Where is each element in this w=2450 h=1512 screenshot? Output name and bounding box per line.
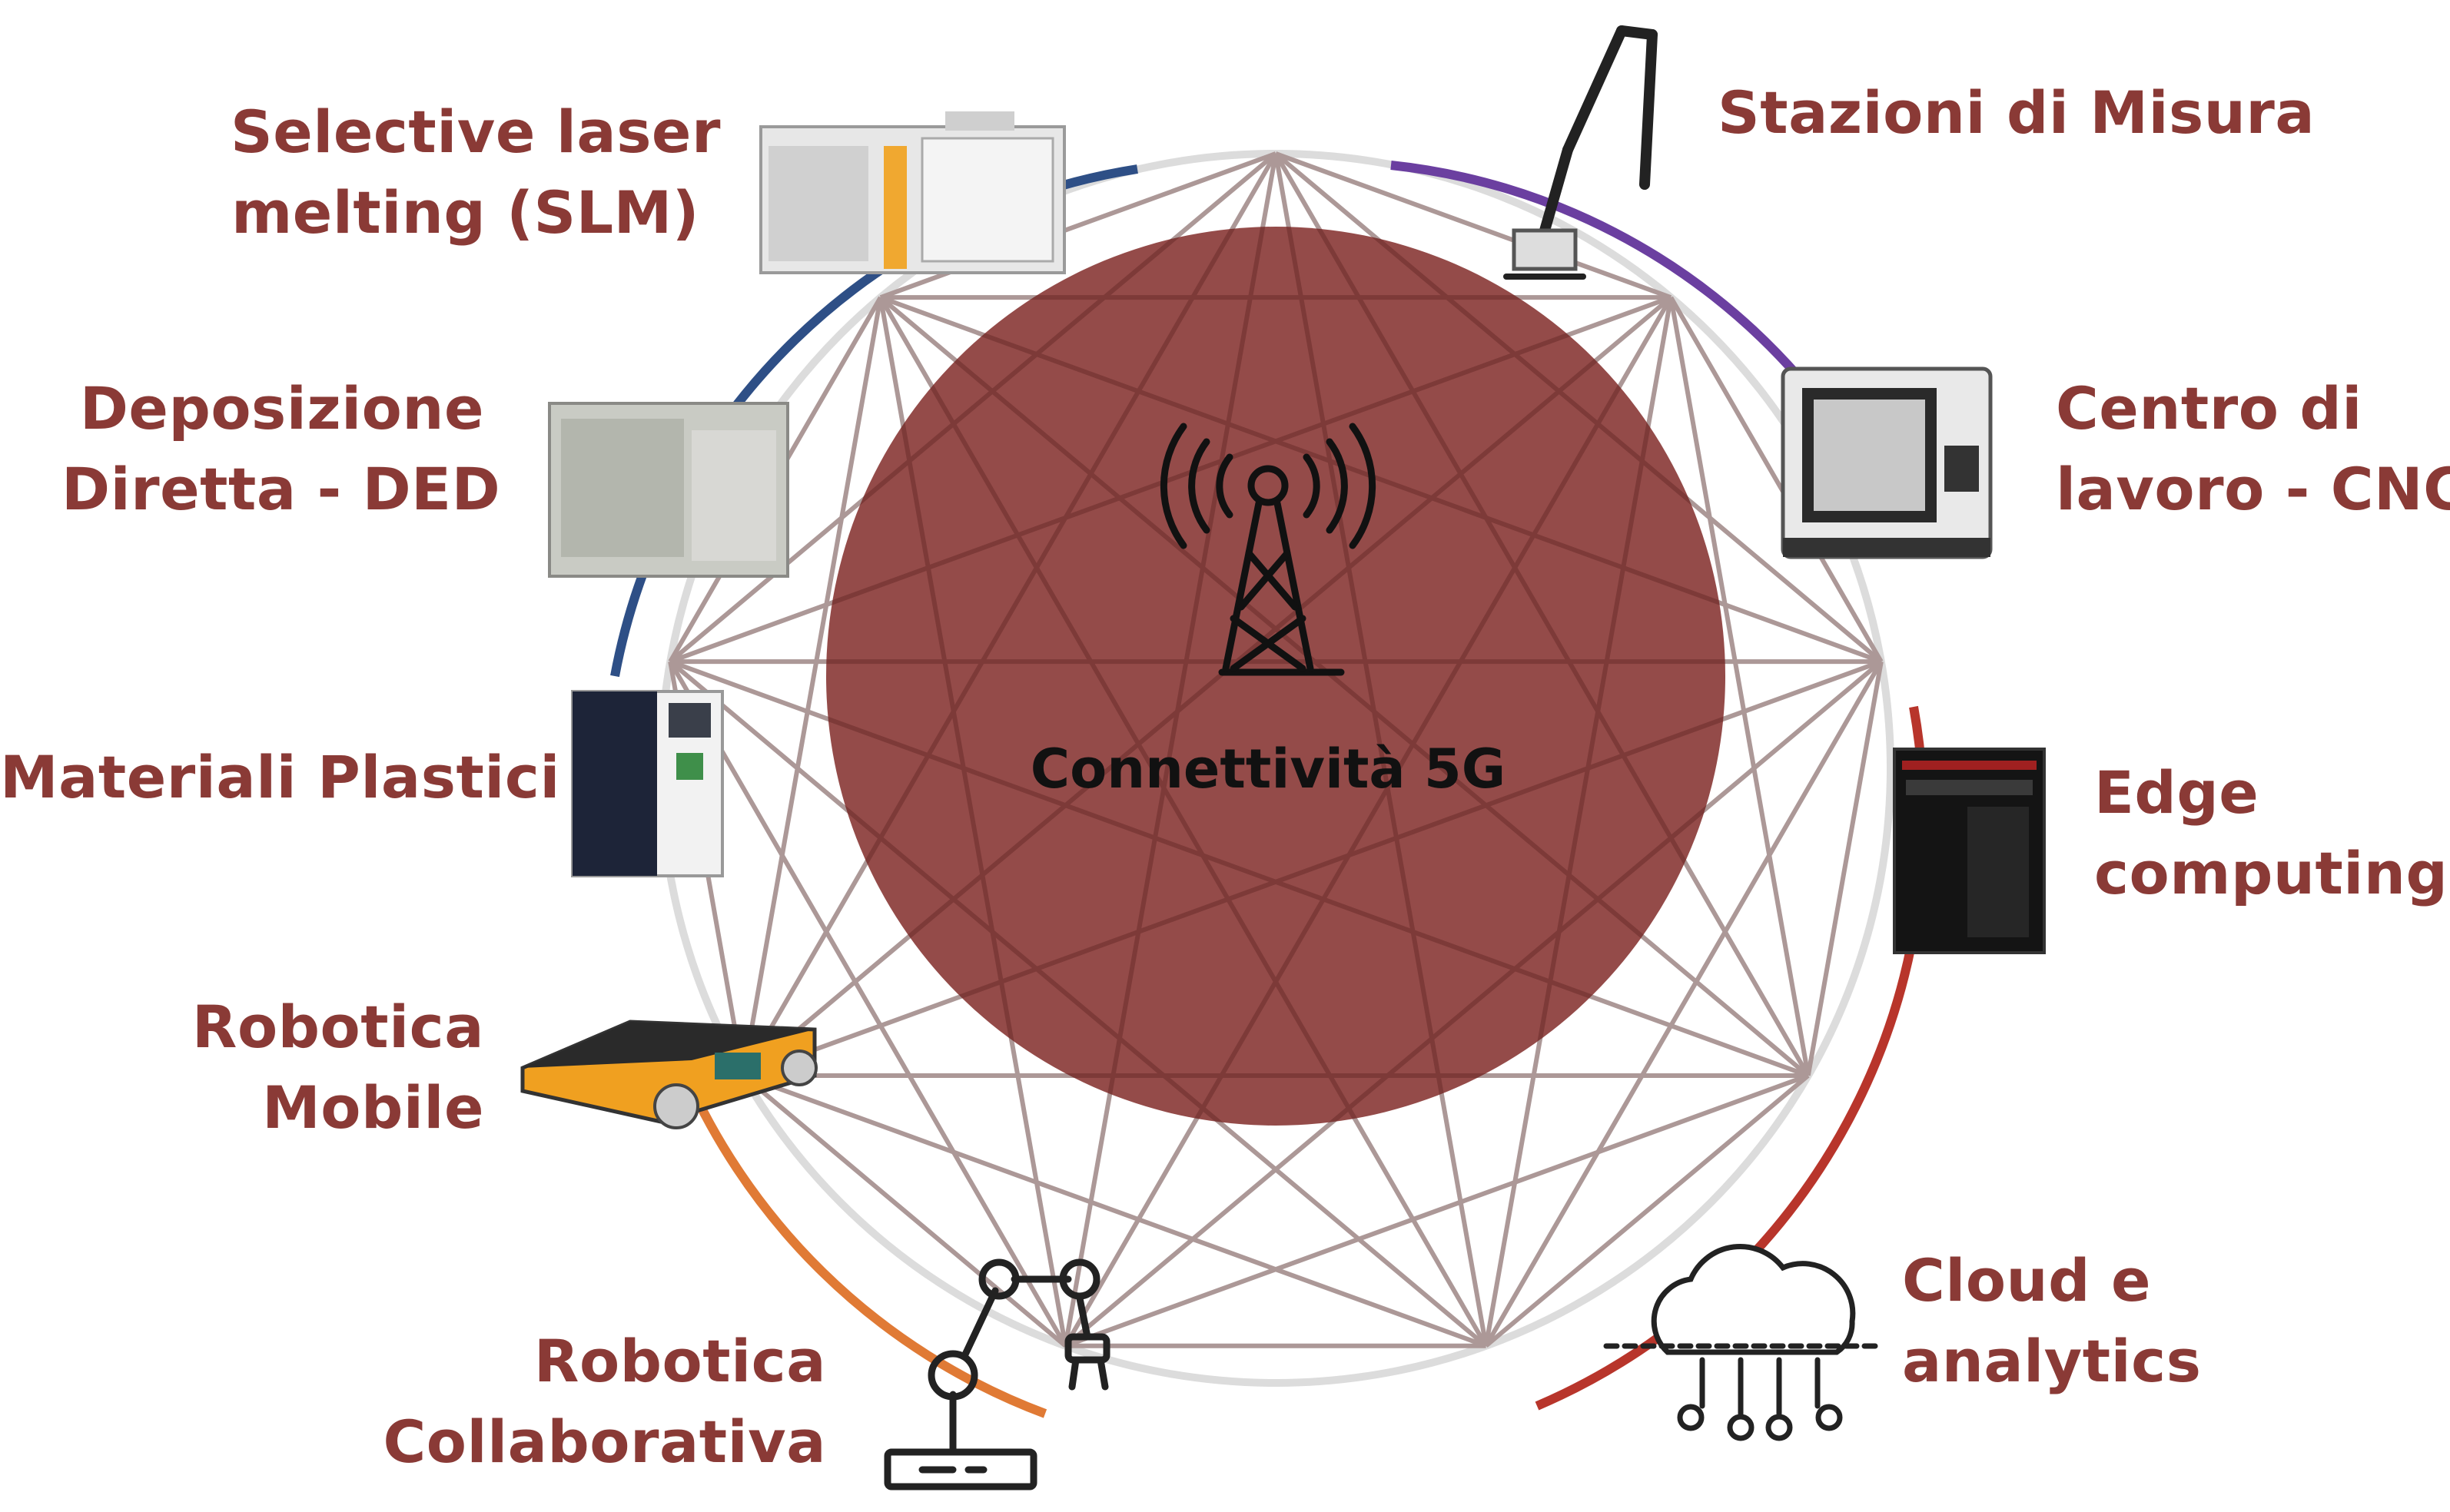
label-robmob-line2: Mobile xyxy=(262,1073,484,1142)
mesh-line xyxy=(1668,296,1884,663)
mesh-line xyxy=(1274,151,1672,300)
mesh-line xyxy=(742,1073,1067,1348)
mesh-line xyxy=(1273,152,1811,1077)
label-ded: Deposizione Diretta - DED xyxy=(61,369,501,530)
mesh-line xyxy=(1668,296,1884,663)
mesh-line xyxy=(1483,297,1674,1347)
label-robmob-line1: Robotica xyxy=(191,993,484,1061)
mesh-line xyxy=(1668,297,1811,1076)
mesh-line xyxy=(741,297,883,1076)
label-slm-line1: Selective laser xyxy=(231,98,721,166)
mesh-line xyxy=(1063,153,1278,1347)
mesh-line xyxy=(742,1073,1487,1348)
label-plastici-line1: Materiali Plastici xyxy=(0,743,560,811)
3d-printer-icon xyxy=(571,690,724,877)
ded-machine-icon xyxy=(548,402,789,578)
cell-tower-icon xyxy=(1160,423,1376,676)
label-cnc-line1: Centro di xyxy=(2056,374,2362,443)
label-cloud: Cloud e analytics xyxy=(1902,1241,2201,1402)
mesh-line xyxy=(668,660,1067,1348)
mesh-line xyxy=(878,297,1068,1347)
mesh-line xyxy=(878,296,1489,1348)
server-rack-icon xyxy=(1893,748,2046,954)
label-plastici: Materiali Plastici xyxy=(0,738,560,818)
label-ded-line2: Diretta - DED xyxy=(61,454,501,523)
mesh-line xyxy=(1063,296,1673,1348)
mesh-line xyxy=(1484,660,1884,1348)
mesh-line xyxy=(1273,153,1489,1347)
mesh-line xyxy=(741,297,883,1076)
label-cloud-line1: Cloud e xyxy=(1902,1246,2152,1315)
mesh-line xyxy=(1484,1073,1810,1348)
mesh-line xyxy=(742,659,1882,1078)
mesh-line xyxy=(669,659,1809,1078)
label-misura: Stazioni di Misura xyxy=(1718,73,2315,154)
mesh-line xyxy=(668,660,1067,1348)
mesh-line xyxy=(1274,151,1672,300)
cnc-machine-icon xyxy=(1781,366,1993,559)
label-edge-line1: Edge xyxy=(2094,758,2259,827)
label-ded-line1: Deposizione xyxy=(79,374,484,443)
mesh-line xyxy=(1274,151,1883,664)
mobile-robot-icon xyxy=(520,1020,818,1129)
mesh-line xyxy=(1805,661,1884,1076)
center-label: Connettività 5G xyxy=(1030,738,1506,801)
label-cnc: Centro di lavoro - CNC xyxy=(2056,369,2450,530)
mesh-overlay xyxy=(668,151,1884,1348)
mesh-line xyxy=(741,152,1278,1077)
mesh-line xyxy=(669,659,1488,1348)
label-robcol-line1: Robotica xyxy=(533,1327,826,1395)
label-cloud-line2: analytics xyxy=(1902,1326,2202,1395)
mesh-line xyxy=(742,1073,1487,1348)
arc-purple xyxy=(1390,161,1802,380)
mesh-line xyxy=(669,295,1672,664)
measuring-arm-icon xyxy=(1503,25,1658,280)
mesh-line xyxy=(742,1073,1067,1348)
label-edge-line2: computing xyxy=(2094,838,2448,907)
cloud-analytics-icon xyxy=(1603,1244,1878,1441)
label-slm-line2: melting (SLM) xyxy=(231,177,699,247)
mesh-line xyxy=(878,295,1810,1078)
slm-machine-icon xyxy=(759,111,1066,274)
mesh-line xyxy=(1484,1073,1810,1348)
robot-arm-icon xyxy=(884,1258,1110,1490)
mesh-line xyxy=(1668,297,1811,1076)
mesh-line xyxy=(1484,660,1884,1348)
label-edge: Edge computing xyxy=(2094,753,2448,914)
mesh-line xyxy=(1064,1073,1809,1348)
mesh-line xyxy=(1064,1073,1809,1348)
mesh-line xyxy=(1064,659,1883,1348)
label-robcol-line2: Collaborativa xyxy=(383,1407,826,1476)
label-slm: Selective laser melting (SLM) xyxy=(231,92,721,254)
center-circle xyxy=(826,227,1725,1126)
mesh-line xyxy=(742,295,1673,1078)
label-misura-line1: Stazioni di Misura xyxy=(1718,78,2316,147)
label-robcol: Robotica Collaborativa xyxy=(354,1321,826,1483)
label-cnc-line2: lavoro - CNC xyxy=(2056,454,2450,523)
mesh-line xyxy=(1805,661,1884,1076)
mesh-line xyxy=(879,295,1882,664)
label-robmob: Robotica Mobile xyxy=(154,987,484,1149)
